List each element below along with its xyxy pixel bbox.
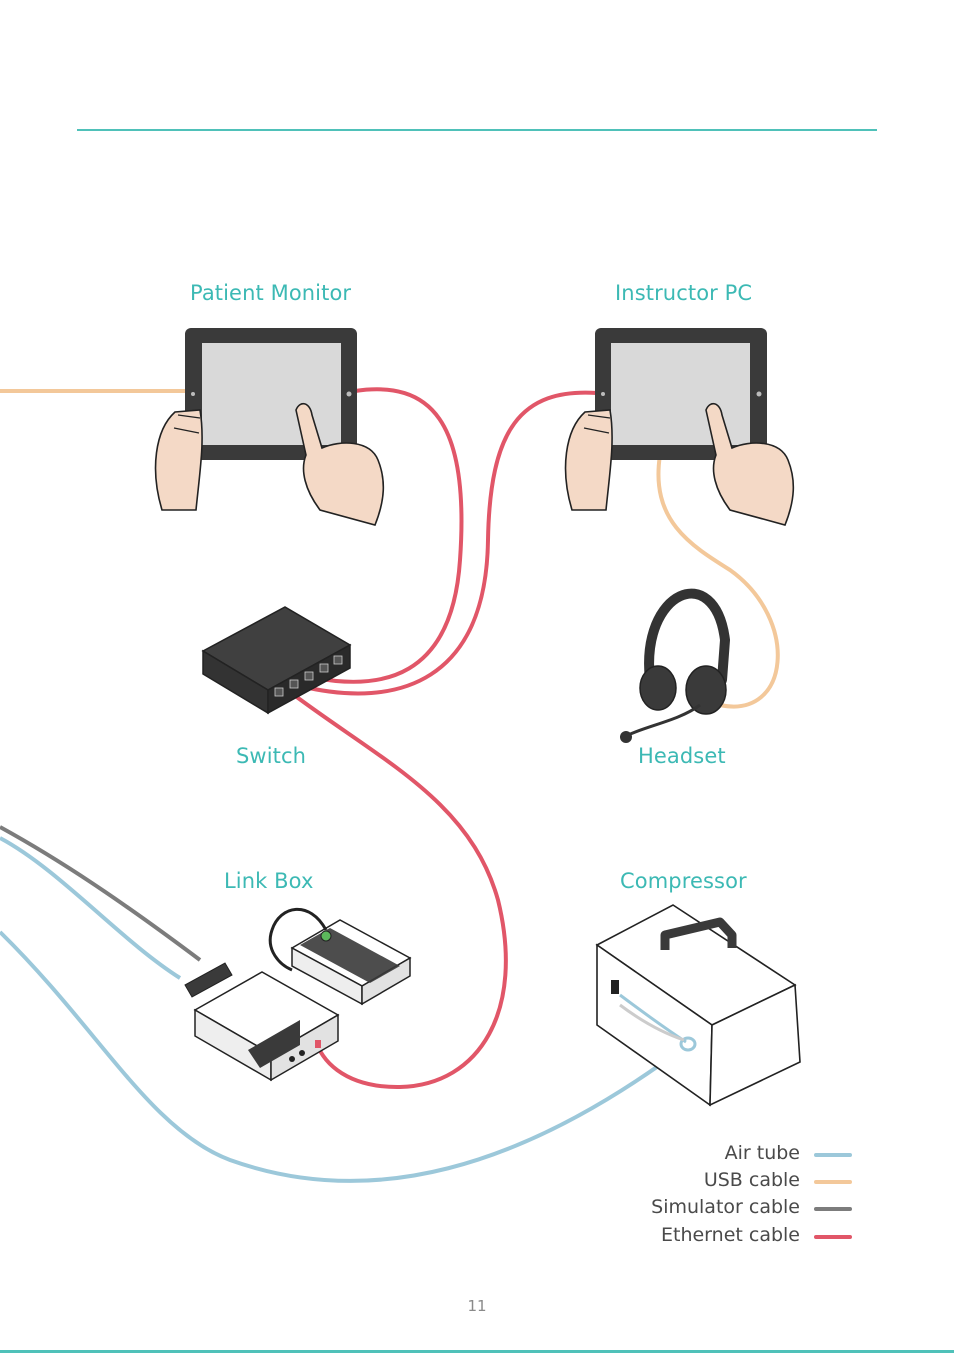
legend-label: USB cable	[703, 1169, 800, 1191]
legend-swatch	[814, 1207, 852, 1211]
air-tube-upper	[0, 836, 182, 980]
compressor-device	[595, 904, 801, 1107]
simulator-cable	[0, 825, 202, 962]
patient-monitor-label: Patient Monitor	[190, 281, 352, 305]
legend-swatch	[814, 1235, 852, 1239]
top-divider	[77, 129, 877, 131]
compressor-label: Compressor	[620, 869, 747, 893]
usb-cable-headset	[656, 454, 780, 709]
patient-monitor-device	[154, 328, 385, 526]
ethernet-cable-link-box	[288, 690, 508, 1090]
page-number: 11	[467, 1297, 487, 1315]
ethernet-cable-instructor-pc	[299, 390, 598, 696]
switch-label: Switch	[236, 744, 307, 768]
ethernet-cable-patient-monitor	[314, 387, 464, 684]
legend-swatch	[814, 1180, 852, 1184]
instructor-pc-label: Instructor PC	[615, 281, 753, 305]
switch-device	[201, 606, 352, 715]
legend-label: Air tube	[724, 1142, 800, 1164]
instructor-pc-device	[564, 328, 795, 526]
legend-item-simulator-cable: Simulator cable	[560, 1196, 852, 1220]
legend-label: Ethernet cable	[660, 1224, 800, 1246]
link-box-label: Link Box	[224, 869, 314, 893]
legend-swatch	[814, 1153, 852, 1157]
legend-item-usb-cable: USB cable	[560, 1169, 852, 1193]
bottom-divider	[0, 1350, 954, 1353]
link-box-device	[184, 907, 412, 1082]
headset-device	[620, 588, 731, 743]
legend-item-air-tube: Air tube	[560, 1142, 852, 1166]
legend-label: Simulator cable	[651, 1196, 800, 1218]
headset-label: Headset	[638, 744, 726, 768]
air-tube-lower	[0, 930, 688, 1183]
legend-item-ethernet-cable: Ethernet cable	[560, 1224, 852, 1248]
